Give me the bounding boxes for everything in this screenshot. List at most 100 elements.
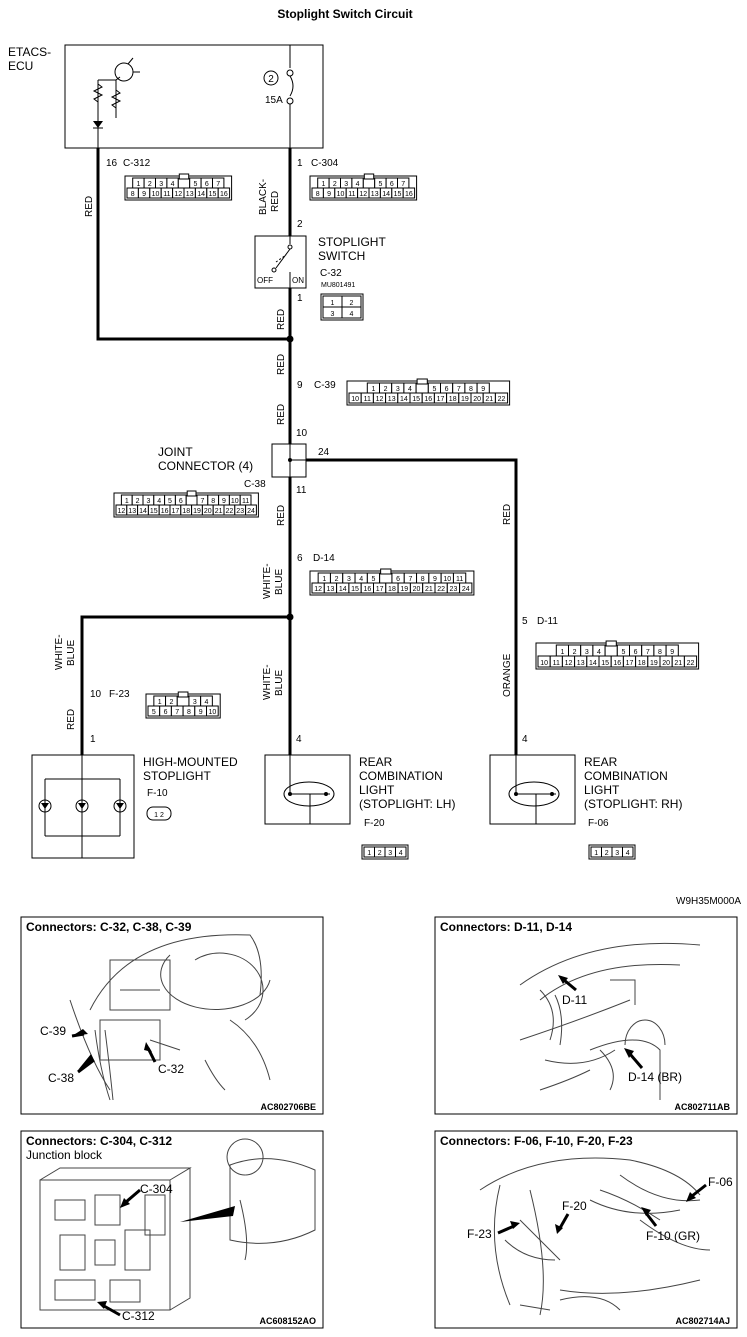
connector-key [363, 173, 375, 180]
connector-pin-label: 9 [327, 191, 331, 198]
svg-text:C-39: C-39 [40, 1024, 66, 1038]
connector-pin-label: 12 [359, 191, 367, 198]
connector-pin-label: 6 [205, 181, 209, 188]
svg-text:16: 16 [106, 158, 118, 169]
connector-pin-label: 16 [613, 660, 621, 667]
svg-text:1: 1 [90, 734, 96, 745]
svg-text:MU801491: MU801491 [321, 282, 355, 289]
svg-text:RED: RED [270, 191, 281, 212]
connector-pin-label: 20 [413, 586, 421, 593]
connector-pin-label: 14 [400, 396, 408, 403]
connector-pin-label: 17 [376, 586, 384, 593]
svg-text:C-304: C-304 [311, 158, 339, 169]
connector-pin-label: 2 [333, 181, 337, 188]
connector-pin-label: 19 [461, 396, 469, 403]
connector-pin-label: 18 [449, 396, 457, 403]
svg-text:WHITE-: WHITE- [262, 563, 273, 599]
svg-text:1 2: 1 2 [154, 812, 164, 819]
connector-pin-cell [494, 392, 509, 404]
svg-text:RED: RED [276, 505, 287, 526]
connector-pin-label: 24 [462, 586, 470, 593]
connector-pin-label: 12 [174, 191, 182, 198]
svg-text:RED: RED [276, 309, 287, 330]
connector-pin-label: 9 [199, 709, 203, 716]
svg-text:ORANGE: ORANGE [502, 653, 513, 697]
svg-text:5: 5 [522, 616, 528, 627]
connector-pin-label: 3 [159, 181, 163, 188]
connector-pin-label: 3 [344, 181, 348, 188]
svg-text:C-312: C-312 [122, 1309, 155, 1323]
panel-c32-c38-c39: Connectors: C-32, C-38, C-39 C-39 C-38 C… [20, 916, 324, 1115]
svg-text:Connectors: F-06, F-10, F-20,: Connectors: F-06, F-10, F-20, F-23 [440, 1134, 633, 1148]
connector-pin-label: 16 [405, 191, 413, 198]
connector-pin-label: 5 [621, 649, 625, 656]
svg-text:WHITE-: WHITE- [262, 664, 273, 700]
connector-pin-label: 22 [687, 660, 695, 667]
svg-text:(STOPLIGHT: RH): (STOPLIGHT: RH) [584, 797, 682, 811]
connector-pin-label: 1 [321, 181, 325, 188]
connector-pin-label: 3 [331, 311, 335, 318]
connector-pin-label: 9 [670, 649, 674, 656]
connector-pin-cell [622, 846, 634, 858]
svg-text:F-20: F-20 [364, 818, 385, 829]
svg-text:ON: ON [292, 276, 304, 285]
connector-pin-label: 22 [498, 396, 506, 403]
svg-text:LIGHT: LIGHT [584, 783, 620, 797]
svg-text:1: 1 [297, 293, 303, 304]
connector-pin-label: 9 [142, 191, 146, 198]
connector-pin-label: 2 [136, 498, 140, 505]
connector-pin-label: 22 [437, 586, 445, 593]
svg-text:6: 6 [297, 553, 303, 564]
connector-pin-label: 4 [205, 699, 209, 706]
connector-pin-label: 16 [363, 586, 371, 593]
rear-combination-light-rh: REAR COMBINATION LIGHT (STOPLIGHT: RH) F… [489, 754, 682, 829]
connector-pin-cell [459, 582, 473, 594]
connector-pin-label: 20 [662, 660, 670, 667]
rear-combination-light-lh: REAR COMBINATION LIGHT (STOPLIGHT: LH) F… [264, 754, 455, 829]
connector-pin-label: 10 [540, 660, 548, 667]
svg-text:COMBINATION: COMBINATION [584, 769, 668, 783]
connector-pin-label: 13 [186, 191, 194, 198]
connector-pin-label: 16 [161, 508, 169, 515]
connector-pin-label: 21 [485, 396, 493, 403]
diagram-code: W9H35M000A [676, 896, 741, 907]
svg-text:F-23: F-23 [467, 1227, 492, 1241]
connector-pin-label: 4 [408, 386, 412, 393]
svg-text:STOPLIGHT: STOPLIGHT [318, 235, 386, 249]
connector-pin-label: 10 [351, 396, 359, 403]
connector-pin-cell [341, 306, 362, 319]
svg-text:ETACS-: ETACS- [8, 45, 51, 59]
connector-pin-label: 4 [356, 181, 360, 188]
page-title: Stoplight Switch Circuit [277, 7, 412, 21]
connector-pin-label: 2 [384, 386, 388, 393]
connector-pin-label: 17 [437, 396, 445, 403]
connector-pin-label: 24 [247, 508, 255, 515]
svg-text:4: 4 [296, 734, 302, 745]
etacs-ecu: ETACS- ECU 2 15A [8, 44, 324, 149]
connector-pin-label: 15 [150, 508, 158, 515]
svg-text:(STOPLIGHT: LH): (STOPLIGHT: LH) [359, 797, 455, 811]
svg-text:4: 4 [522, 734, 528, 745]
svg-text:10: 10 [90, 689, 102, 700]
connector-pin-label: 12 [118, 508, 126, 515]
connector-pin-label: 7 [457, 386, 461, 393]
svg-text:Connectors: C-32, C-38, C-39: Connectors: C-32, C-38, C-39 [26, 920, 192, 934]
connector-pin-label: 5 [378, 181, 382, 188]
svg-text:BLUE: BLUE [274, 670, 285, 696]
connector-pin-label: 6 [390, 181, 394, 188]
connector-pin-label: 10 [208, 709, 216, 716]
svg-text:C-38: C-38 [48, 1071, 74, 1085]
connector-pin-label: 4 [157, 498, 161, 505]
connector-pin-label: 4 [350, 311, 354, 318]
svg-text:2: 2 [297, 219, 303, 230]
panel-c304-c312: Connectors: C-304, C-312 Junction block … [20, 1130, 324, 1329]
connector-pin-label: 12 [314, 586, 322, 593]
connector-pin-label: 9 [481, 386, 485, 393]
connector-pin-label: 2 [605, 850, 609, 857]
connector-pin-label: 5 [193, 181, 197, 188]
svg-text:1: 1 [297, 158, 303, 169]
